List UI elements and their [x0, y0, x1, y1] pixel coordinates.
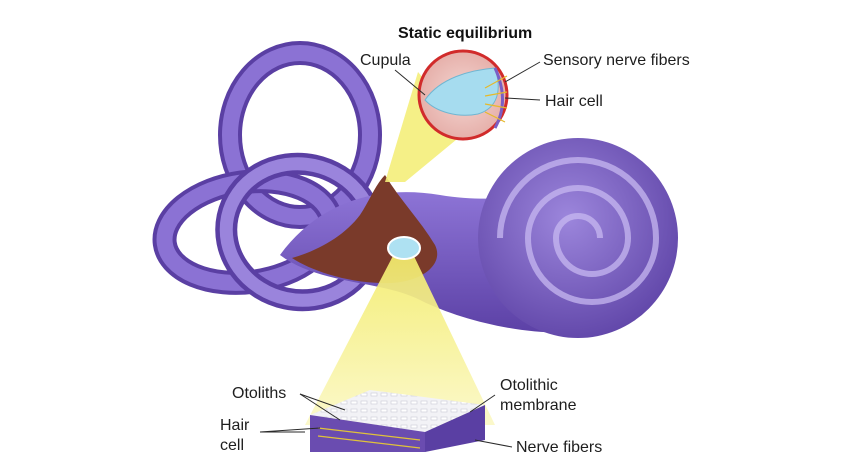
upper-magnification-beam	[385, 72, 468, 182]
lower-magnification-beam	[305, 252, 495, 425]
label-otolithic-line2: membrane	[500, 397, 577, 414]
label-hair-line1: Hair	[220, 417, 250, 434]
leader-lines	[259, 61, 541, 448]
label-sensory-nerve-fibers: Sensory nerve fibers	[543, 52, 690, 69]
label-otolithic-line1: Otolithic	[500, 377, 558, 394]
otolith-cube	[310, 390, 485, 452]
cochlea	[478, 138, 678, 338]
label-cupula: Cupula	[360, 52, 411, 69]
macula	[387, 236, 421, 260]
label-otoliths: Otoliths	[232, 385, 286, 402]
label-nerve-fibers: Nerve fibers	[516, 439, 602, 452]
diagram-title: Static equilibrium	[398, 25, 532, 42]
label-hair-line2: cell	[220, 437, 244, 452]
label-hair-cell-top: Hair cell	[545, 93, 603, 110]
crista-magnifier	[417, 49, 509, 141]
